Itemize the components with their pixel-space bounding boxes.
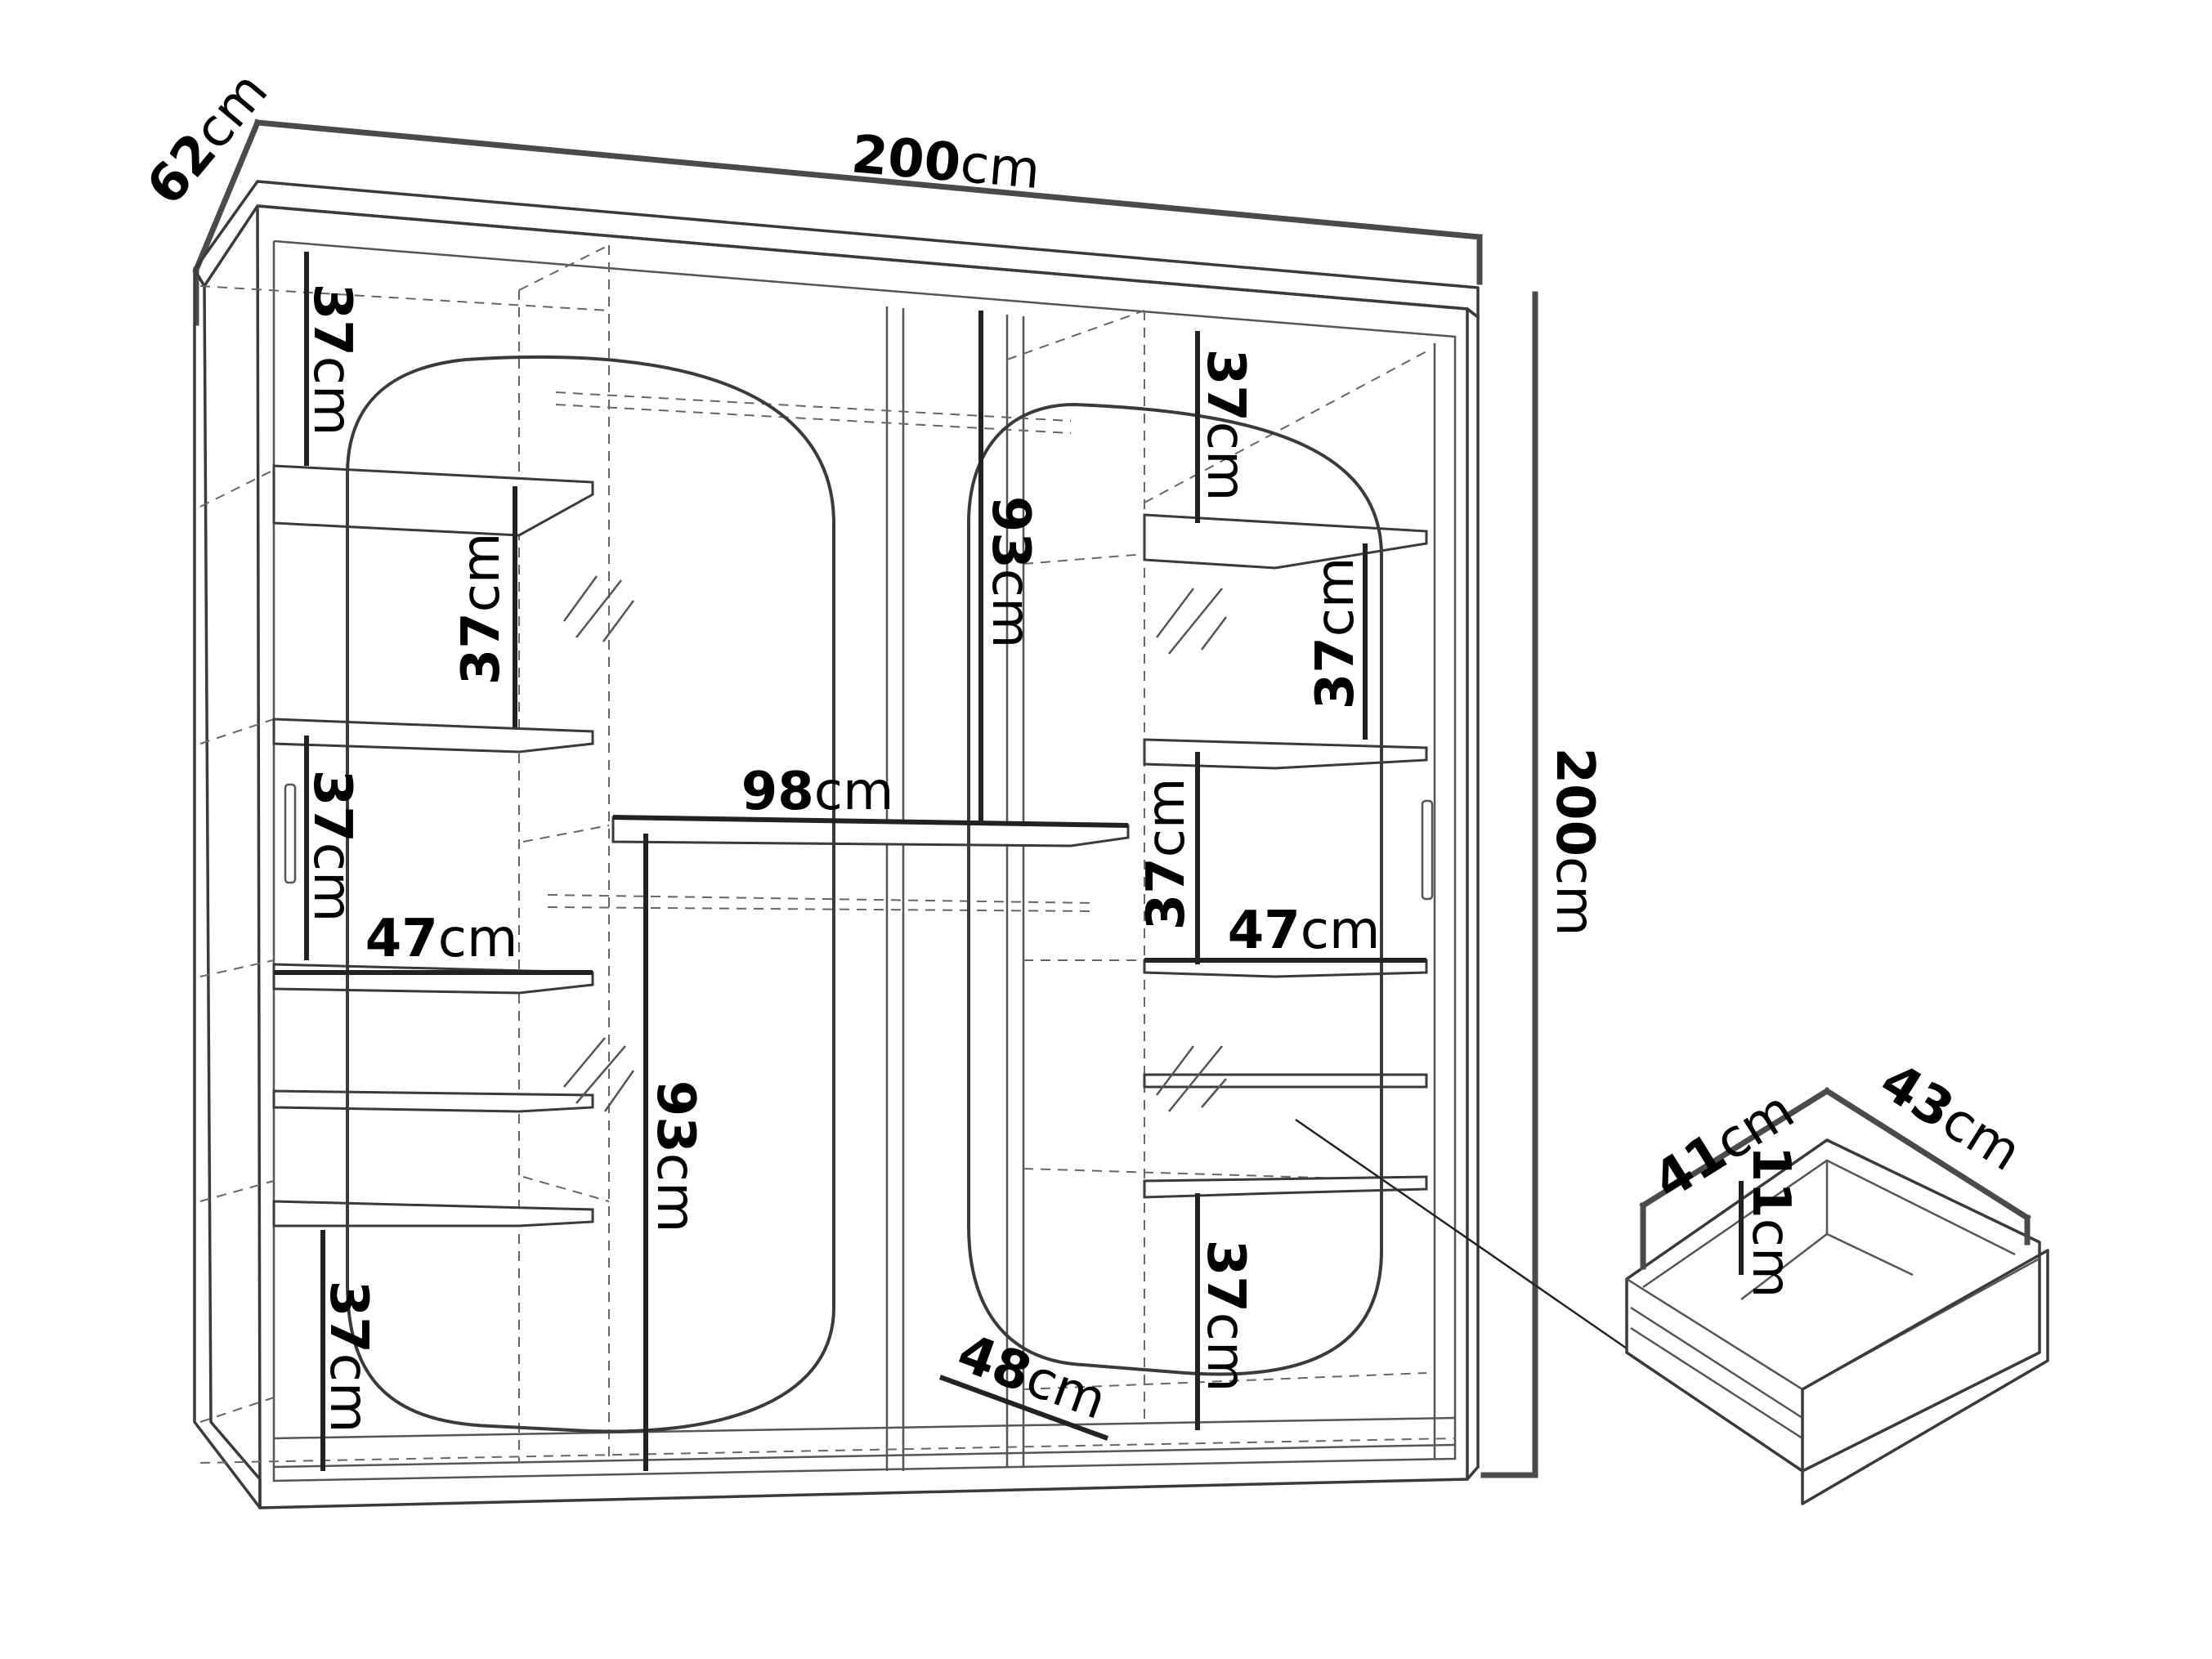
left-bottom-compartment-label: 37cm — [318, 1281, 378, 1433]
overall-height-label: 200cm — [1544, 747, 1605, 936]
mirror-panel-left — [346, 356, 835, 1433]
drawer-height-label: 11cm — [1740, 1146, 1801, 1299]
center-rail-width-label: 98cm — [741, 762, 894, 822]
mirror-panel-right — [967, 402, 1383, 1376]
drawer-detail — [1295, 1087, 2049, 1505]
overall-width-label: 200cm — [849, 124, 1043, 201]
left-shelf-width-label: 47cm — [365, 909, 518, 969]
drawer-depth-label: 43cm — [1869, 1051, 2031, 1183]
center-upper-hanging-label: 93cm — [980, 496, 1041, 649]
measurement-bars — [274, 252, 1426, 1471]
overall-depth-label: 62cm — [136, 61, 280, 217]
right-shelf-width-label: 47cm — [1228, 901, 1381, 961]
right-top-compartment-label: 37cm — [1195, 349, 1256, 502]
left-top-compartment-label: 37cm — [302, 284, 362, 436]
right-lower-mid-compartment-label: 37cm — [1136, 778, 1197, 931]
interior-hidden-lines — [199, 244, 1456, 1464]
center-floor-depth-label: 48cm — [950, 1323, 1114, 1432]
left-lower-mid-compartment-label: 37cm — [302, 770, 362, 923]
wardrobe-outline — [193, 180, 1480, 1509]
right-bottom-compartment-label: 37cm — [1195, 1240, 1256, 1393]
overall-dimension-lines — [192, 118, 1538, 1478]
shelves — [272, 464, 1428, 1227]
dimension-labels: 200cm 62cm 200cm 37cm 37cm 37cm 47cm 37c… — [136, 61, 2031, 1433]
center-lower-hanging-label: 93cm — [645, 1080, 705, 1233]
right-upper-mid-compartment-label: 37cm — [1305, 557, 1366, 710]
mirror-panels — [346, 356, 1383, 1433]
left-upper-mid-compartment-label: 37cm — [451, 533, 512, 686]
